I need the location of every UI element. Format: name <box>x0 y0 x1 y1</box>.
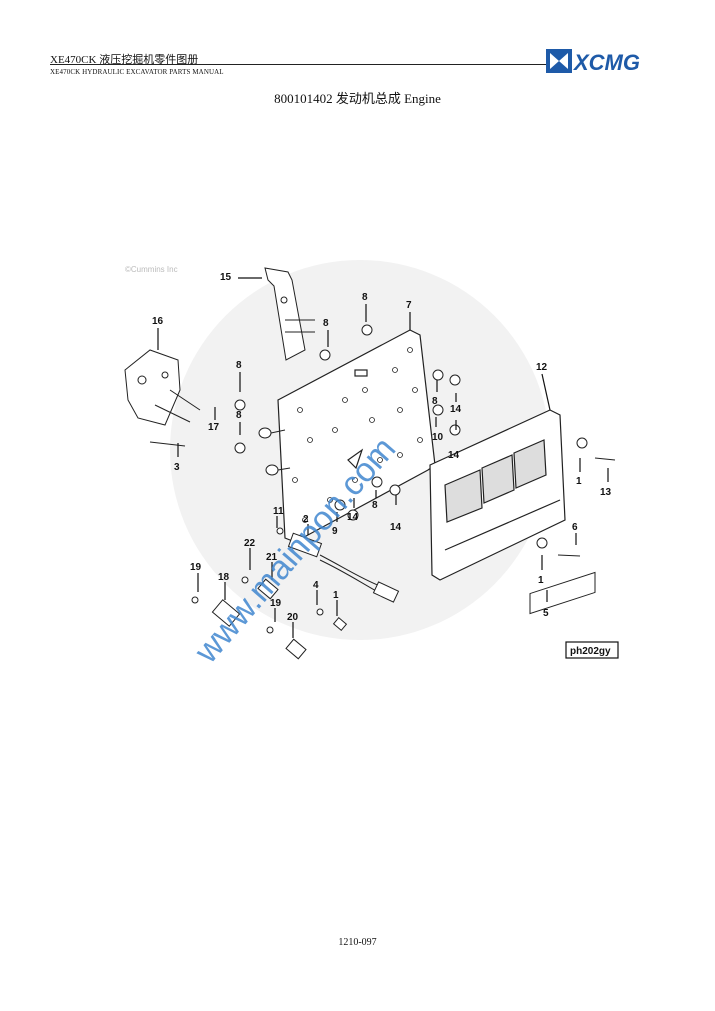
document-title: 800101402 发动机总成 Engine <box>274 91 441 106</box>
callout-14-d: 14 <box>347 512 359 523</box>
header-subtitle: XE470CK HYDRAULIC EXCAVATOR PARTS MANUAL <box>50 68 224 76</box>
callout-14-a: 14 <box>450 404 462 415</box>
callout-labels: 15 16 7 8 8 8 8 8 8 9 14 14 14 14 10 12 … <box>152 272 612 623</box>
callout-10: 11 <box>273 506 284 517</box>
callout-7: 7 <box>406 300 412 311</box>
callout-8-a: 8 <box>362 292 368 303</box>
callout-6: 5 <box>543 608 549 619</box>
callout-17: 15 <box>220 272 232 283</box>
callout-2: 4 <box>313 580 319 591</box>
drawing-code-box <box>565 641 619 659</box>
callout-15: 17 <box>208 422 220 433</box>
engine-control-module-12 <box>429 409 566 581</box>
callout-8-c: 8 <box>236 360 242 371</box>
callout-11: 2 <box>303 514 309 525</box>
callout-13: 13 <box>600 487 612 498</box>
callout-9: 10 <box>432 432 444 443</box>
callout-8-e: 8 <box>432 396 438 407</box>
bracket-16 <box>124 349 201 426</box>
callout-19-b: 19 <box>270 598 282 609</box>
copyright-text: ©Cummins Inc <box>125 265 178 274</box>
callout-16: 16 <box>152 316 164 327</box>
callout-5: 6 <box>572 522 578 533</box>
plate-studs <box>258 427 291 476</box>
wiring-harness-11 <box>287 532 400 603</box>
sensors-group <box>191 527 348 660</box>
mounting-plate-7 <box>277 329 436 543</box>
label-plate-6 <box>529 571 596 615</box>
fasteners <box>149 324 616 557</box>
callout-1-b: 1 <box>538 575 544 586</box>
logo-text: XCMG <box>572 50 640 74</box>
callout-8-f: 8 <box>372 500 378 511</box>
callout-8-b: 8 <box>323 318 329 329</box>
callout-19-a: 19 <box>190 562 202 573</box>
drawing-code: ph202gy <box>570 646 611 657</box>
callout-8-g: 9 <box>332 526 338 537</box>
callout-12: 12 <box>536 362 548 373</box>
header-title: XE470CK 液压挖掘机零件图册 <box>50 54 199 66</box>
callout-14-b: 14 <box>448 450 460 461</box>
callout-8-d: 8 <box>236 410 242 421</box>
callout-14-c: 14 <box>390 522 402 533</box>
bracket-17 <box>264 267 315 361</box>
callout-4: 3 <box>174 462 180 473</box>
parts-diagram: ©Cummins Inc <box>124 260 619 670</box>
page-number: 1210-097 <box>338 937 377 948</box>
callout-18: 18 <box>218 572 230 583</box>
header-rule <box>50 64 547 65</box>
callout-1-a: 1 <box>576 476 582 487</box>
callout-22: 22 <box>244 538 256 549</box>
xcmg-logo: XCMG <box>546 49 640 74</box>
callout-21: 21 <box>266 552 278 563</box>
leader-lines <box>157 277 609 638</box>
callout-20: 20 <box>287 612 299 623</box>
callout-3: 1 <box>333 590 339 601</box>
